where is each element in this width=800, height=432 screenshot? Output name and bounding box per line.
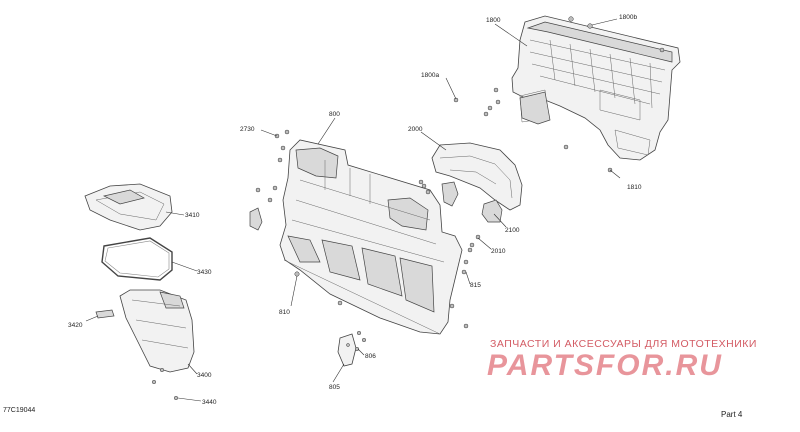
callout-labels: 1800 1800b 1800a 1810 800 2730 2000 2100… [68, 14, 642, 406]
strap-3420 [95, 309, 115, 319]
bracket-2000 [431, 142, 523, 211]
storage-bin-3400 [119, 289, 195, 373]
bracket-2100 [481, 199, 503, 223]
callout-1800a: 1800a [421, 72, 439, 79]
bracket-2010 [441, 181, 459, 207]
watermark-logo: PARTSFOR.RU [487, 349, 723, 382]
watermark-subtitle: ЗАПЧАСТИ И АКСЕССУАРЫ ДЛЯ МОТОТЕХНИКИ [490, 338, 757, 350]
callout-1810: 1810 [627, 184, 642, 191]
page-label: Part 4 [721, 410, 743, 419]
callout-3440: 3440 [202, 399, 217, 406]
fastener [469, 242, 475, 248]
rear-panel-1800 [511, 15, 681, 161]
callout-800: 800 [329, 111, 340, 118]
callout-806: 806 [365, 353, 376, 360]
panel-fasteners [453, 16, 665, 173]
callout-805: 805 [329, 384, 340, 391]
storage-lid-3410 [84, 183, 173, 231]
callout-815: 815 [470, 282, 481, 289]
fastener [475, 234, 481, 240]
callout-3420: 3420 [68, 322, 83, 329]
callout-2000: 2000 [408, 126, 423, 133]
callout-810: 810 [279, 309, 290, 316]
figure-code: 77C19044 [3, 407, 36, 414]
leader-lines [85, 18, 621, 402]
callout-1800b: 1800b [619, 14, 637, 21]
bracket-805 [337, 330, 367, 367]
callout-1800: 1800 [486, 17, 501, 24]
back-panel-800 [279, 139, 463, 335]
fastener [173, 395, 179, 401]
fastener [421, 183, 427, 189]
callout-2100: 2100 [505, 227, 520, 234]
callout-3430: 3430 [197, 269, 212, 276]
back-panel-fasteners [255, 129, 473, 329]
callout-3410: 3410 [185, 212, 200, 219]
fastener [151, 379, 157, 385]
fastener [159, 367, 165, 373]
side-bracket [249, 207, 263, 231]
callout-3400: 3400 [197, 372, 212, 379]
gasket-3430 [101, 237, 173, 281]
callout-2730: 2730 [240, 126, 255, 133]
callout-2010: 2010 [491, 248, 506, 255]
